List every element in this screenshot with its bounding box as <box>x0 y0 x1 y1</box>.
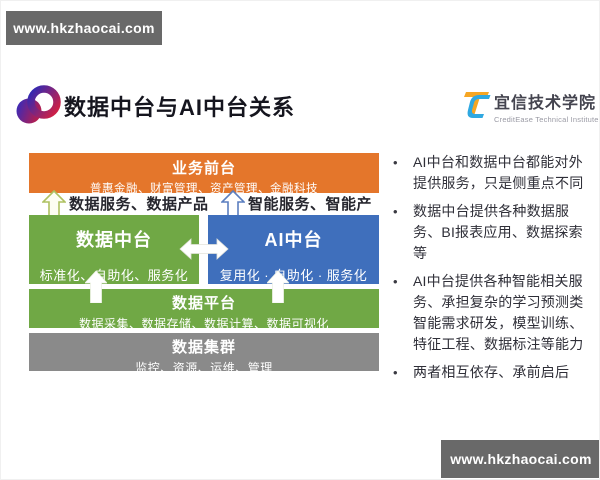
brand-name-en: CreditEase Technical Institute <box>494 115 599 124</box>
box-data-platform-title: 数据平台 <box>171 295 236 312</box>
note-text: 数据中台提供各种数据服务、BI报表应用、数据探索等 <box>413 203 583 261</box>
box-data-cluster-subtitle: 监控、资源、运维、管理 <box>135 361 273 375</box>
architecture-diagram: 业务前台 普惠金融、财富管理、资产管理、金融科技 数据服务、数据产品 智能服务、… <box>29 153 379 375</box>
box-data-cluster-title: 数据集群 <box>171 339 236 356</box>
box-data-platform-subtitle: 数据采集、数据存储、数据计算、数据可视化 <box>78 317 329 331</box>
note-text: AI中台和数据中台都能对外提供服务，只是侧重点不同 <box>413 154 584 191</box>
note-text: AI中台提供各种智能相关服务、承担复杂的学习预测类智能需求研发，模型训练、特征工… <box>413 273 584 352</box>
arrow-up-data-services-icon <box>42 190 66 218</box>
list-item: • 两者相互依存、承前启后 <box>393 362 589 383</box>
brand-text: 宜信技术学院 CreditEase Technical Institute <box>494 89 599 124</box>
brand-logo: 宜信技术学院 CreditEase Technical Institute <box>462 89 599 124</box>
slide-logo-icon <box>16 85 61 124</box>
note-text: 两者相互依存、承前启后 <box>413 364 570 380</box>
page-title: 数据中台与AI中台关系 <box>64 95 296 120</box>
notes-list: • AI中台和数据中台都能对外提供服务，只是侧重点不同 • 数据中台提供各种数据… <box>393 152 589 390</box>
watermark-top-left: www.hkzhaocai.com <box>6 11 162 45</box>
box-business-front-subtitle: 普惠金融、财富管理、资产管理、金融科技 <box>90 183 318 195</box>
box-ai-mid-platform-subtitle: 复用化 · 自助化 · 服务化 <box>219 268 368 283</box>
data-services-label: 数据服务、数据产品 <box>69 196 209 213</box>
bullet-icon: • <box>393 274 398 289</box>
watermark-bottom-right: www.hkzhaocai.com <box>441 440 599 478</box>
box-business-front: 业务前台 普惠金融、财富管理、资产管理、金融科技 <box>29 153 379 195</box>
box-data-mid-platform: 数据中台 标准化、自助化、服务化 <box>29 215 199 284</box>
list-item: • AI中台提供各种智能相关服务、承担复杂的学习预测类智能需求研发，模型训练、特… <box>393 271 589 355</box>
bullet-icon: • <box>393 365 398 380</box>
list-item: • 数据中台提供各种数据服务、BI报表应用、数据探索等 <box>393 201 589 264</box>
box-data-mid-platform-title: 数据中台 <box>76 230 152 250</box>
bullet-icon: • <box>393 155 398 170</box>
box-business-front-title: 业务前台 <box>171 160 236 177</box>
box-ai-mid-platform: AI中台 复用化 · 自助化 · 服务化 <box>208 215 379 284</box>
box-data-cluster: 数据集群 监控、资源、运维、管理 <box>29 333 379 375</box>
box-data-platform: 数据平台 数据采集、数据存储、数据计算、数据可视化 <box>29 289 379 331</box>
box-ai-mid-platform-title: AI中台 <box>264 230 323 250</box>
bullet-icon: • <box>393 204 398 219</box>
creditease-logo-icon <box>464 92 491 118</box>
arrow-up-platform-left-icon <box>85 271 107 303</box>
arrow-up-ai-services-icon <box>221 190 245 218</box>
arrow-bidirectional-icon <box>179 238 229 260</box>
arrow-up-platform-right-icon <box>267 271 289 303</box>
list-item: • AI中台和数据中台都能对外提供服务，只是侧重点不同 <box>393 152 589 194</box>
box-data-mid-platform-subtitle: 标准化、自助化、服务化 <box>39 268 189 283</box>
brand-name-cn: 宜信技术学院 <box>494 95 597 112</box>
